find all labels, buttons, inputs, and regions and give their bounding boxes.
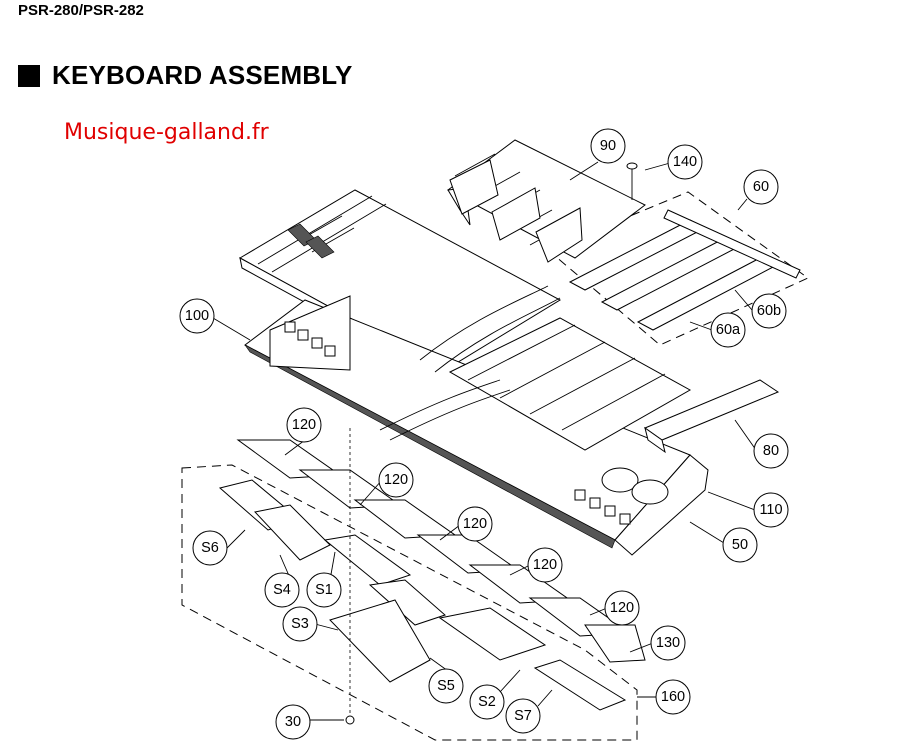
- callout-120-d: 120: [527, 547, 563, 583]
- model-number: PSR-280/PSR-282: [18, 2, 144, 19]
- section-heading: KEYBOARD ASSEMBLY: [18, 60, 353, 91]
- callout-S5: S5: [428, 668, 464, 704]
- callout-30: 30: [275, 704, 311, 740]
- flat-cable-lower: [379, 379, 511, 441]
- callout-label-S6: S6: [201, 540, 219, 556]
- callout-60a: 60a: [710, 312, 746, 348]
- callout-label-30: 30: [285, 714, 301, 730]
- section-title: KEYBOARD ASSEMBLY: [52, 60, 353, 90]
- callout-label-S7: S7: [514, 708, 532, 724]
- flat-cable: [419, 285, 561, 373]
- screw-30: [345, 428, 355, 725]
- single-key-80: [643, 379, 780, 454]
- callout-label-130: 130: [656, 635, 680, 651]
- screw-140: [626, 162, 638, 200]
- watermark: Musique-galland.fr: [64, 120, 269, 145]
- rubber-contacts: [218, 479, 627, 711]
- callout-label-S2: S2: [478, 694, 496, 710]
- callout-60b: 60b: [751, 293, 787, 329]
- callout-S2: S2: [469, 684, 505, 720]
- callout-S6: S6: [192, 530, 228, 566]
- callout-label-100: 100: [185, 308, 209, 324]
- keybed-chassis-100: [244, 295, 709, 556]
- group-outline-160: [181, 464, 638, 741]
- callout-label-S5: S5: [437, 678, 455, 694]
- callout-50: 50: [722, 527, 758, 563]
- callout-label-110: 110: [759, 502, 782, 518]
- key-group-60: [568, 209, 801, 331]
- callout-90: 90: [590, 128, 626, 164]
- callout-80: 80: [753, 433, 789, 469]
- callout-label-60b: 60b: [757, 303, 781, 319]
- section-bullet-icon: [18, 64, 40, 87]
- callout-110: 110: [753, 492, 789, 528]
- callout-S1: S1: [306, 572, 342, 608]
- callout-label-50: 50: [732, 537, 748, 553]
- callout-S4: S4: [264, 572, 300, 608]
- callout-S7: S7: [505, 698, 541, 734]
- callout-label-160: 160: [661, 689, 685, 705]
- callout-120-b: 120: [378, 462, 414, 498]
- callout-label-120-a: 120: [292, 417, 316, 433]
- callout-60: 60: [743, 169, 779, 205]
- callout-160: 160: [655, 679, 691, 715]
- callout-label-60a: 60a: [716, 322, 741, 338]
- callout-S3: S3: [282, 606, 318, 642]
- key-assembly-90: [447, 139, 646, 263]
- callout-120-a: 120: [286, 407, 322, 443]
- callout-120-e: 120: [604, 590, 640, 626]
- callout-label-140: 140: [673, 154, 697, 170]
- callout-label-S1: S1: [315, 582, 333, 598]
- callout-label-120-c: 120: [463, 516, 487, 532]
- callout-140: 140: [667, 144, 703, 180]
- key-group-mid: [448, 317, 692, 451]
- callout-120-c: 120: [457, 506, 493, 542]
- group-outline-60: [547, 191, 809, 346]
- callout-label-120-d: 120: [533, 557, 557, 573]
- callout-100: 100: [179, 298, 215, 334]
- callout-label-S3: S3: [291, 616, 309, 632]
- callout-130: 130: [650, 625, 686, 661]
- callout-label-90: 90: [600, 138, 616, 154]
- callout-label-80: 80: [763, 443, 779, 459]
- callout-label-120-b: 120: [384, 472, 408, 488]
- callout-label-120-e: 120: [610, 600, 634, 616]
- callout-label-S4: S4: [273, 582, 291, 598]
- callout-label-60: 60: [753, 179, 769, 195]
